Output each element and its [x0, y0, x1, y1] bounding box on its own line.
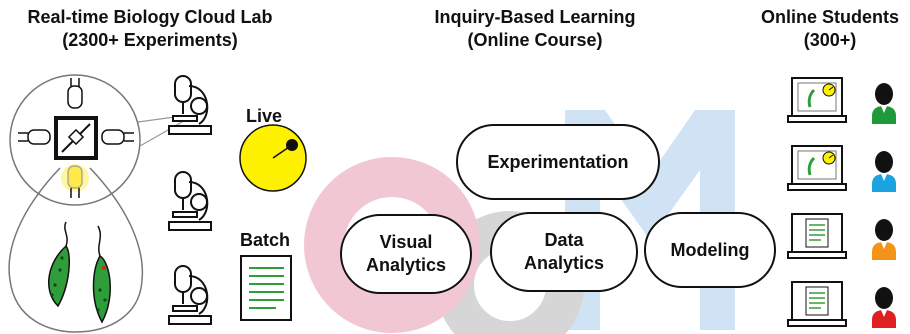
chamber-zoom-circle [9, 74, 141, 206]
laptop-live-icon-1 [787, 77, 847, 123]
batch-document-icon [240, 255, 292, 321]
student-person-icon-3 [872, 219, 896, 260]
laptop-batch-icon-2 [787, 281, 847, 327]
led-left-icon [18, 129, 51, 145]
euglena-left-icon [48, 221, 71, 308]
student-person-icon-1 [872, 83, 896, 124]
microscope-icon-1 [168, 75, 212, 135]
euglena-zoom-outline [8, 167, 144, 333]
student-person-icon-4 [872, 287, 896, 328]
batch-label: Batch [240, 230, 291, 250]
modeling-node: Modeling [644, 212, 776, 288]
euglena-right-icon [92, 225, 111, 324]
laptop-batch-icon-1 [787, 213, 847, 259]
laptop-live-icon-2 [787, 145, 847, 191]
student-person-icon-2 [872, 151, 896, 192]
led-top-icon [67, 78, 83, 109]
microscope-icon-2 [168, 171, 212, 231]
cloud-lab-title: Real-time Biology Cloud Lab (2300+ Exper… [27, 7, 273, 50]
live-dial-icon [239, 124, 307, 192]
led-right-icon [101, 129, 134, 145]
live-label: Live [246, 106, 283, 126]
students-title: Online Students (300+) [760, 7, 899, 50]
chamber-icon [54, 116, 98, 160]
experimentation-node: Experimentation [456, 124, 660, 200]
microscope-icon-3 [168, 265, 212, 325]
led-bottom-lit-icon [61, 164, 89, 198]
learning-title: Inquiry-Based Learning (Online Course) [434, 7, 636, 50]
